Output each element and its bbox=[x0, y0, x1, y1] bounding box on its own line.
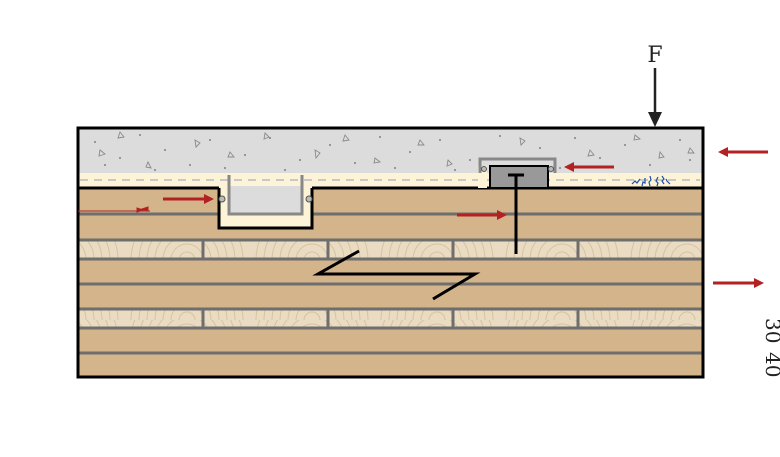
crack-icon bbox=[631, 175, 671, 187]
concrete-aggregate bbox=[94, 134, 691, 171]
screw-connector bbox=[478, 157, 557, 254]
glue-lines bbox=[78, 212, 703, 355]
section-outline bbox=[76, 126, 705, 379]
force-f-arrow bbox=[648, 68, 662, 127]
notch-connector bbox=[217, 175, 314, 230]
concrete-stones bbox=[98, 131, 695, 169]
dimension-label-30: 30 bbox=[761, 318, 780, 343]
force-arrows bbox=[163, 147, 768, 288]
small-slip-arrows bbox=[78, 206, 150, 213]
interlayer bbox=[78, 173, 703, 188]
clt-panel bbox=[78, 186, 703, 377]
force-label: F bbox=[647, 43, 662, 68]
break-symbol bbox=[312, 249, 481, 301]
dimension-label-40: 40 bbox=[761, 352, 780, 377]
